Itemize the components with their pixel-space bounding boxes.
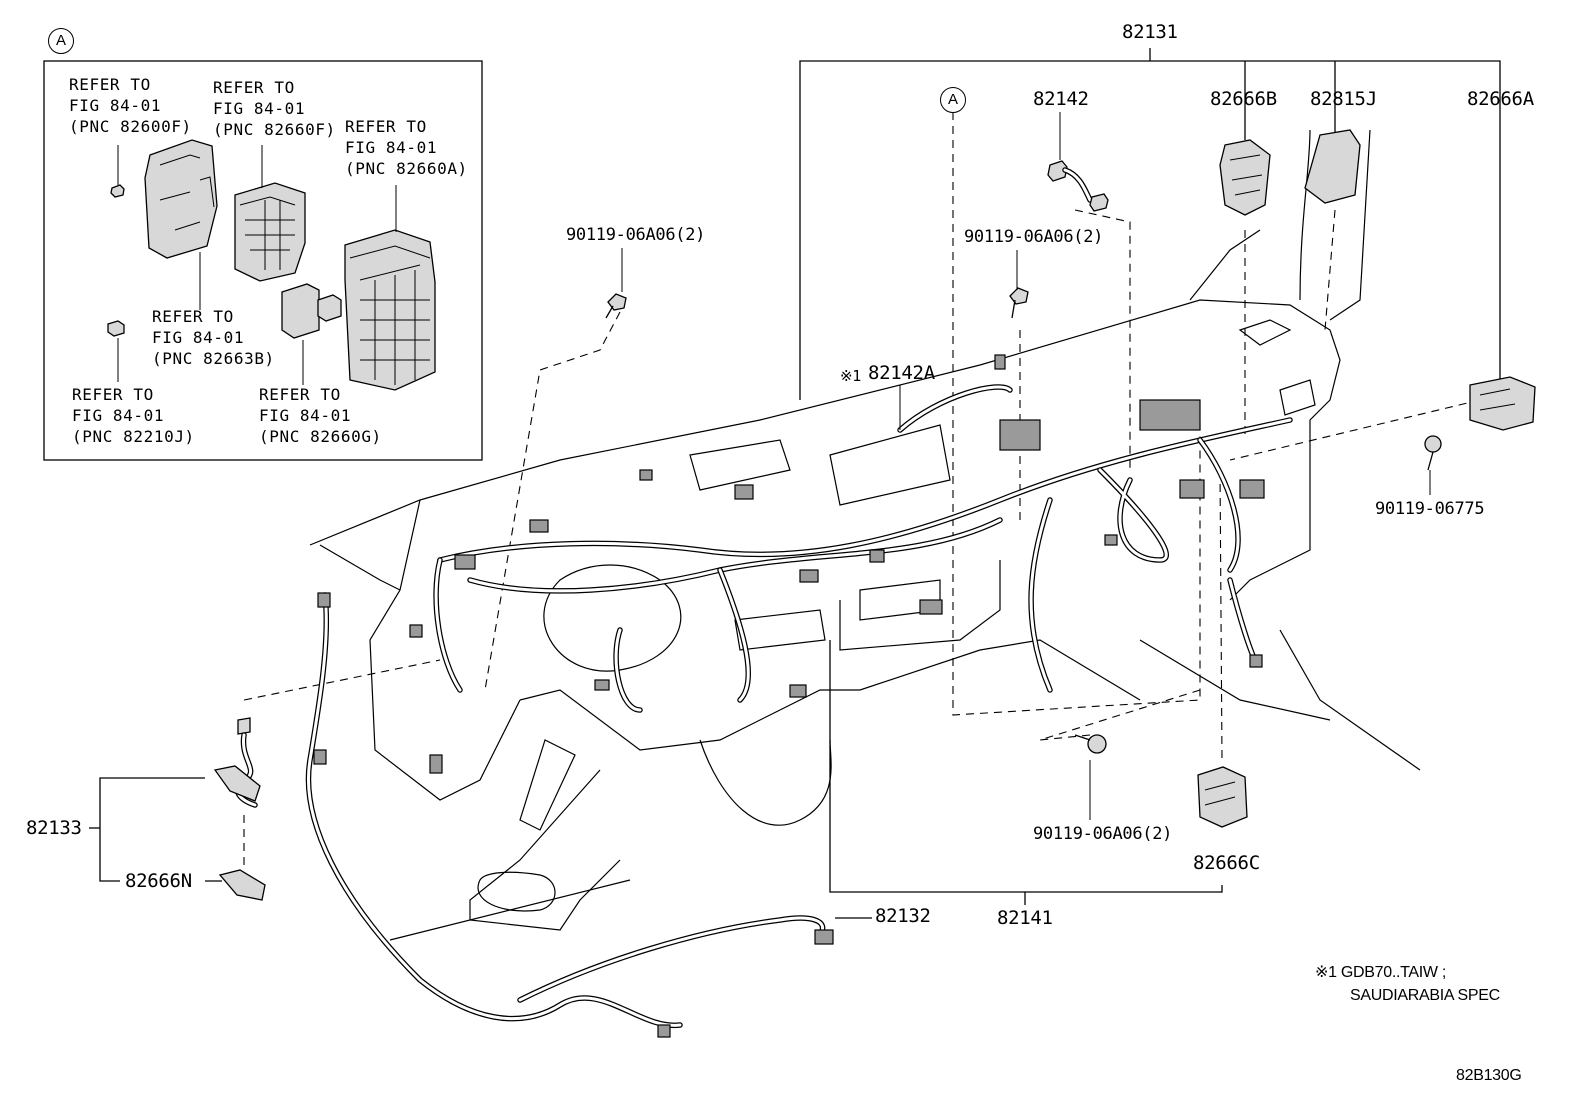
leader-82141: [829, 640, 1223, 905]
inset-marker-a: A: [48, 28, 74, 54]
inset-frame: [43, 60, 483, 461]
label-82132: 82132: [875, 905, 931, 927]
ref-82660g: REFER TO FIG 84-01 (PNC 82660G): [259, 385, 382, 446]
label-bolt-center: 90119-06A06(2): [964, 227, 1104, 247]
ref-82600f: REFER TO FIG 84-01 (PNC 82600F): [69, 75, 192, 136]
region-a-dash: [243, 112, 1481, 870]
label-82141: 82141: [997, 907, 1053, 929]
part-82132: [305, 592, 872, 1038]
part-82666b: [1219, 139, 1271, 216]
label-bolt-right: 90119-06775: [1375, 499, 1485, 519]
region-marker-a: A: [940, 87, 966, 113]
label-bolt-left: 90119-06A06(2): [566, 225, 706, 245]
label-82142a-mark: ※1: [840, 367, 861, 385]
label-82142: 82142: [1033, 88, 1089, 110]
part-82133: [89, 717, 261, 882]
part-82142: [1047, 112, 1109, 212]
inset-parts: [107, 139, 436, 391]
part-82666n: [205, 869, 266, 901]
main-harness: [433, 384, 1293, 713]
label-82666c: 82666C: [1193, 852, 1260, 874]
figure-code: 82B130G: [1456, 1067, 1522, 1084]
label-82815j: 82815J: [1310, 88, 1377, 110]
dashboard-outline: [309, 129, 1421, 941]
part-82666a: [1469, 376, 1536, 431]
note-line2: SAUDIARABIA SPEC: [1350, 987, 1500, 1004]
label-bolt-bottom: 90119-06A06(2): [1033, 824, 1173, 844]
part-82815j: [1304, 129, 1361, 204]
label-82131: 82131: [1122, 21, 1178, 43]
ref-82210j: REFER TO FIG 84-01 (PNC 82210J): [72, 385, 195, 446]
label-82666n: 82666N: [125, 870, 192, 892]
label-82666a: 82666A: [1467, 88, 1534, 110]
label-82142a: 82142A: [868, 362, 935, 384]
label-82666b: 82666B: [1210, 88, 1277, 110]
ref-82663b: REFER TO FIG 84-01 (PNC 82663B): [152, 307, 275, 368]
bolts: [605, 248, 1442, 820]
ref-82660a: REFER TO FIG 84-01 (PNC 82660A): [345, 117, 468, 178]
leader-82131: [799, 48, 1501, 400]
harness-connectors: [409, 354, 1265, 774]
note-line1: ※1 GDB70..TAIW ;: [1315, 964, 1447, 981]
label-82133: 82133: [26, 817, 82, 839]
ref-82660f: REFER TO FIG 84-01 (PNC 82660F): [213, 78, 336, 139]
part-82666c: [1197, 766, 1248, 828]
